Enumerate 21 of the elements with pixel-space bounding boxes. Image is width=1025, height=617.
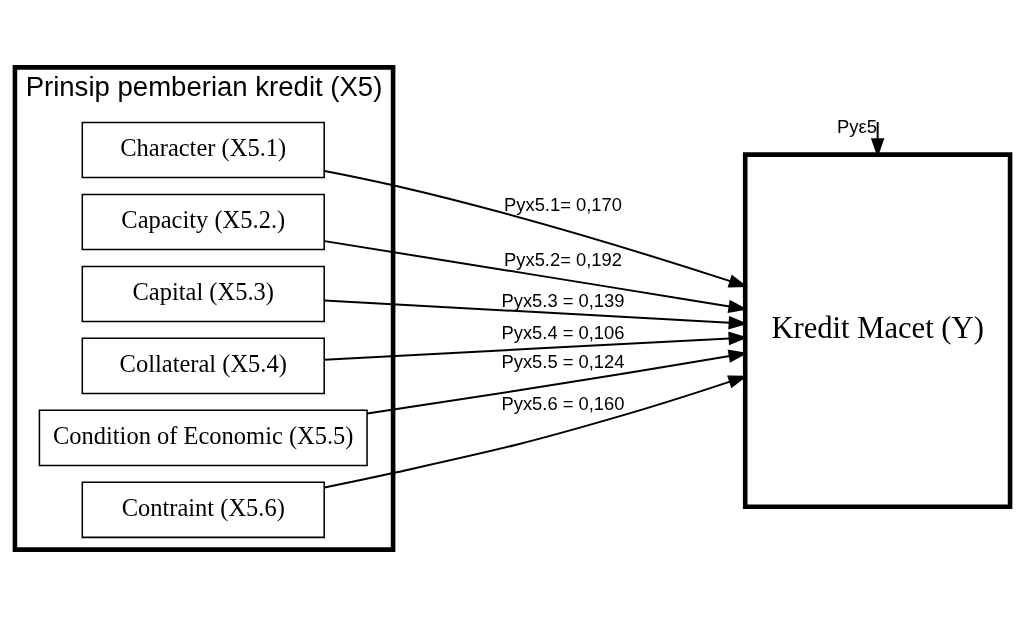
arrow [870, 121, 885, 158]
node-box: Condition of Economic (X5.5) [38, 409, 368, 467]
edge-label: Pyx5.2= 0,192 [504, 248, 622, 270]
arrow [323, 240, 748, 314]
arrow [366, 349, 748, 415]
arrow [323, 169, 749, 288]
node-box: Contraint (X5.6) [81, 481, 325, 539]
edge-label: Pyx5.3 = 0,139 [501, 290, 625, 312]
arrow [323, 375, 748, 489]
node-box: Capacity (X5.2.) [81, 193, 325, 251]
arrow [323, 331, 748, 361]
edge-label: Pyx5.5 = 0,124 [501, 351, 625, 373]
node-box: Character (X5.1) [81, 121, 325, 179]
node-box: Collateral (X5.4) [81, 337, 325, 395]
edge-label: Pyx5.4 = 0,106 [501, 322, 625, 344]
node-box: Capital (X5.3) [81, 265, 325, 323]
edge-label: Pyε5 [837, 115, 877, 137]
edge-label: Pyx5.6 = 0,160 [501, 392, 625, 414]
node-box: Kredit Macet (Y) [742, 152, 1013, 510]
arrow [323, 299, 748, 330]
edge-label: Pyx5.1= 0,170 [504, 193, 622, 215]
